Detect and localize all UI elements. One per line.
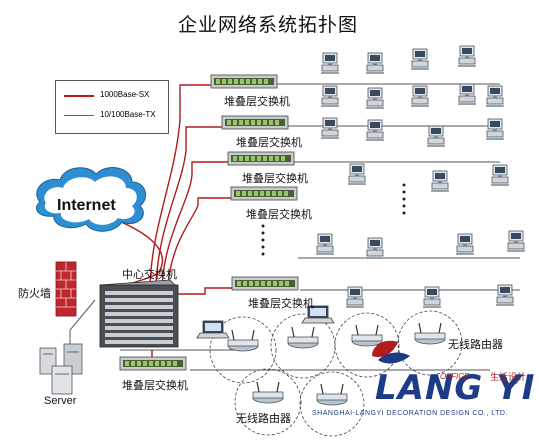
server-label: Server	[44, 395, 77, 407]
brand-registered-mark: ®	[512, 376, 519, 386]
brand-name: LANG YI	[375, 368, 536, 408]
legend-copper-label: 10/100Base-TX	[100, 110, 156, 119]
legend: 1000Base-SX 10/100Base-TX	[55, 80, 169, 134]
stack-switch-label-2: 堆叠层交换机	[236, 136, 302, 149]
internet-label: Internet	[57, 197, 116, 214]
page-title: 企业网络系统拓扑图	[178, 14, 359, 36]
stack-switch-label-1: 堆叠层交换机	[224, 95, 290, 108]
legend-fiber-label: 1000Base-SX	[100, 90, 150, 99]
wireless-coverage	[209, 310, 463, 437]
distribution-buses	[69, 83, 520, 371]
stack-switch-label-5: 堆叠层交换机	[248, 297, 314, 310]
ellipsis-dots	[261, 183, 406, 256]
brand-leaf-logo	[372, 340, 410, 364]
legend-fiber-swatch	[64, 95, 94, 97]
core-switch-icon	[99, 279, 179, 348]
stack-switch-label-3: 堆叠层交换机	[242, 172, 308, 185]
pc-bank	[315, 45, 526, 309]
wireless-router-label-1: 无线路由器	[448, 338, 503, 351]
server-icons	[39, 343, 83, 395]
firewall-icon	[55, 261, 77, 317]
brand-office: OFFICE	[440, 372, 470, 381]
internet-cloud	[36, 167, 147, 232]
brand-tagline: 生活设计	[490, 373, 527, 383]
core-switch-label: 中心交换机	[122, 268, 177, 281]
legend-copper-swatch	[64, 115, 94, 116]
firewall-label: 防火墙	[18, 287, 51, 300]
brand-subtitle: SHANGHAI-LANGYI DECORATION DESIGN CO., L…	[312, 410, 508, 417]
fiber-links	[89, 84, 232, 365]
stack-switch-label-6: 堆叠层交换机	[122, 379, 188, 392]
stack-switch-label-4: 堆叠层交换机	[246, 208, 312, 221]
wireless-router-label-2: 无线路由器	[236, 412, 291, 425]
